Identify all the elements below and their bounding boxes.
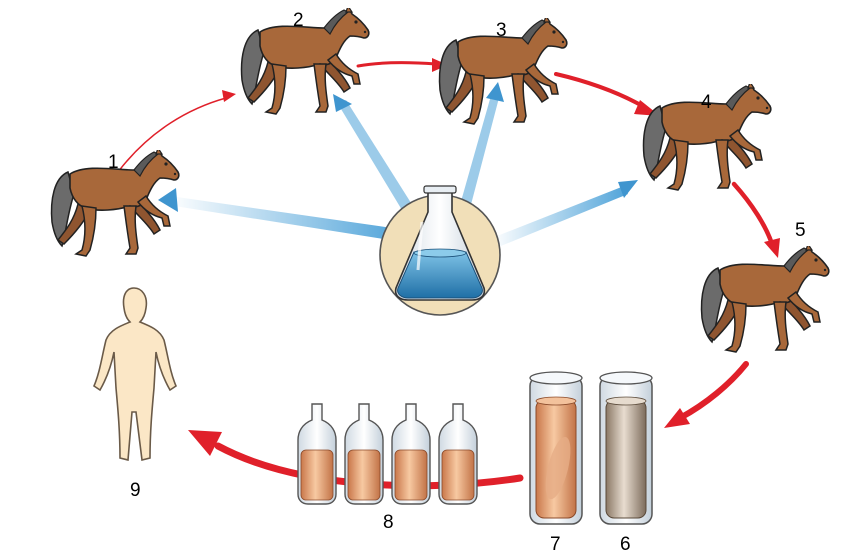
injection-arrows [158, 82, 638, 248]
label-vials: 8 [383, 512, 394, 533]
tube-7 [529, 371, 583, 525]
label-horse-3: 3 [496, 20, 507, 41]
injection-arrow-to-horse-1 [158, 188, 392, 240]
label-horse-5: 5 [795, 220, 806, 241]
tube-6 [599, 371, 653, 525]
injection-arrow-to-horse-3 [458, 82, 504, 216]
vial [391, 403, 431, 505]
label-tube-6: 6 [620, 534, 631, 555]
label-horse-1: 1 [108, 152, 119, 173]
flow-arrow-2-to-3 [356, 58, 448, 72]
injection-arrow-to-horse-2 [333, 94, 418, 220]
injection-arrow-to-horse-4 [492, 180, 638, 248]
flow-arrow-3-to-4 [554, 72, 660, 116]
human-figure [93, 287, 177, 462]
vials-group [297, 403, 478, 505]
flow-arrow-5-to-tubes [664, 361, 749, 428]
vial [438, 403, 478, 505]
culture-flask [379, 185, 501, 316]
label-tube-7: 7 [550, 534, 561, 555]
label-human: 9 [130, 480, 141, 501]
label-horse-4: 4 [701, 92, 712, 113]
label-horse-2: 2 [293, 10, 304, 31]
flow-arrow-4-to-5 [731, 181, 780, 258]
vial [297, 403, 337, 505]
horse-5 [700, 246, 830, 353]
horse-2 [240, 8, 370, 115]
vial [344, 403, 384, 505]
flow-arrow-1-to-2 [117, 90, 236, 173]
